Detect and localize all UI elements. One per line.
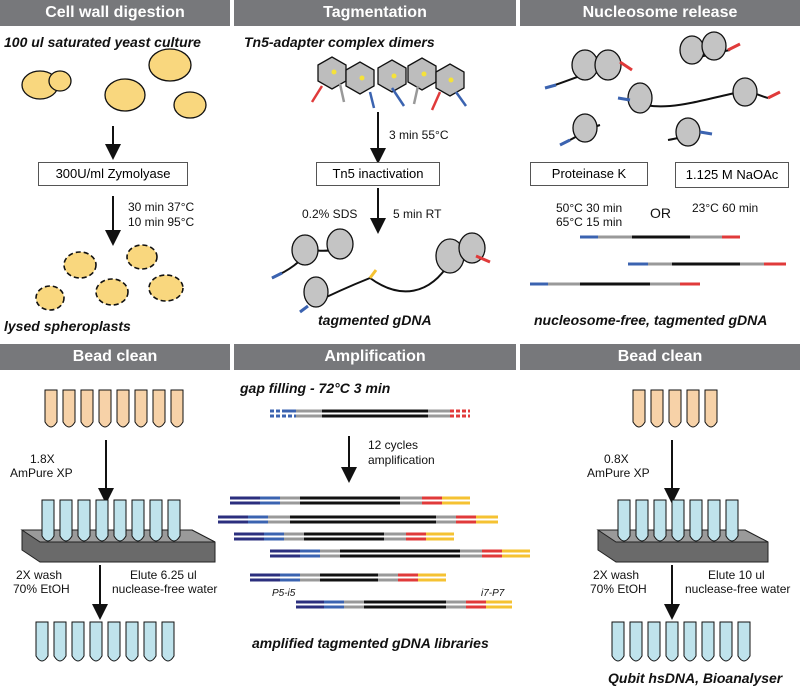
- header-bead-clean-1: Bead clean: [0, 344, 230, 370]
- bc2-elute-1: Elute 10 ul: [708, 568, 765, 582]
- bc1-beads: AmPure XP: [10, 466, 73, 480]
- bc2-ratio: 0.8X: [604, 452, 629, 466]
- nucleosome-free-label: nucleosome-free, tagmented gDNA: [534, 312, 768, 328]
- tn5-complexes: [317, 56, 465, 97]
- cycles-label-1: 12 cycles: [368, 438, 419, 452]
- header-nucleosome-release: Nucleosome release: [520, 0, 800, 26]
- header-tagmentation: Tagmentation: [234, 0, 516, 26]
- tn5-adapters: [310, 83, 468, 111]
- rt-label: 5 min RT: [393, 207, 442, 221]
- tn5-complex-label: Tn5-adapter complex dimers: [244, 34, 435, 50]
- cycles-label-2: amplification: [368, 453, 435, 467]
- header-amplification: Amplification: [234, 344, 516, 370]
- bc1-wash-2: 70% EtOH: [13, 582, 70, 596]
- tubes-bc1-bottom: [35, 621, 175, 662]
- header-bead-clean-2: Bead clean: [520, 344, 800, 370]
- gap-filling-label: gap filling - 72°C 3 min: [240, 380, 391, 396]
- lysed-spheroplasts: [35, 244, 184, 311]
- i7-p7-label: i7-P7: [481, 588, 505, 599]
- header-cell-wall-digestion: Cell wall digestion: [0, 0, 230, 26]
- tubes-bc2-bottom: [611, 621, 751, 662]
- or-label: OR: [650, 205, 671, 221]
- bc1-elute-2: nuclease-free water: [112, 582, 218, 596]
- amplified-libraries: [218, 496, 530, 609]
- bc2-wash-2: 70% EtOH: [590, 582, 647, 596]
- cw-cond-2: 10 min 95°C: [128, 215, 195, 229]
- tagmented-nucleosomes: [271, 228, 486, 308]
- proteinase-k-box: Proteinase K: [530, 162, 648, 186]
- p5-i5-label: P5-i5: [272, 588, 296, 599]
- yeast-cells: [21, 48, 207, 119]
- tagmented-gdna-label: tagmented gDNA: [318, 312, 432, 328]
- tubes-bc2-magnet: [617, 499, 739, 542]
- lysed-spheroplasts-label: lysed spheroplasts: [4, 318, 131, 334]
- sds-label: 0.2% SDS: [302, 207, 358, 221]
- zymolyase-box: 300U/ml Zymolyase: [38, 162, 188, 186]
- nuc-cond-3: 23°C 60 min: [692, 201, 759, 215]
- bc1-elute-1: Elute 6.25 ul: [130, 568, 197, 582]
- gap-filled-fragment: [270, 409, 470, 418]
- bc2-beads: AmPure XP: [587, 466, 650, 480]
- bc2-elute-2: nuclease-free water: [685, 582, 791, 596]
- culture-label: 100 ul saturated yeast culture: [4, 34, 201, 50]
- tag-step-1: 3 min 55°C: [389, 128, 449, 142]
- nuc-cond-2: 65°C 15 min: [556, 215, 623, 229]
- nuc-cond-1: 50°C 30 min: [556, 201, 623, 215]
- tubes-bc2-top: [632, 389, 718, 428]
- nucleosomes-released: [554, 31, 769, 147]
- tn5-inactivation-box: Tn5 inactivation: [316, 162, 440, 186]
- bc2-wash-1: 2X wash: [593, 568, 640, 582]
- naoac-box: 1.125 M NaOAc: [675, 162, 789, 188]
- qubit-bioanalyser-label: Qubit hsDNA, Bioanalyser: [608, 670, 783, 686]
- cw-cond-1: 30 min 37°C: [128, 200, 195, 214]
- tubes-bc1-top: [44, 389, 184, 428]
- free-dna-fragments: [530, 235, 786, 286]
- bc1-wash-1: 2X wash: [16, 568, 63, 582]
- bc1-ratio: 1.8X: [30, 452, 55, 466]
- amplified-libraries-label: amplified tagmented gDNA libraries: [252, 635, 489, 651]
- tubes-bc1-magnet: [41, 499, 181, 542]
